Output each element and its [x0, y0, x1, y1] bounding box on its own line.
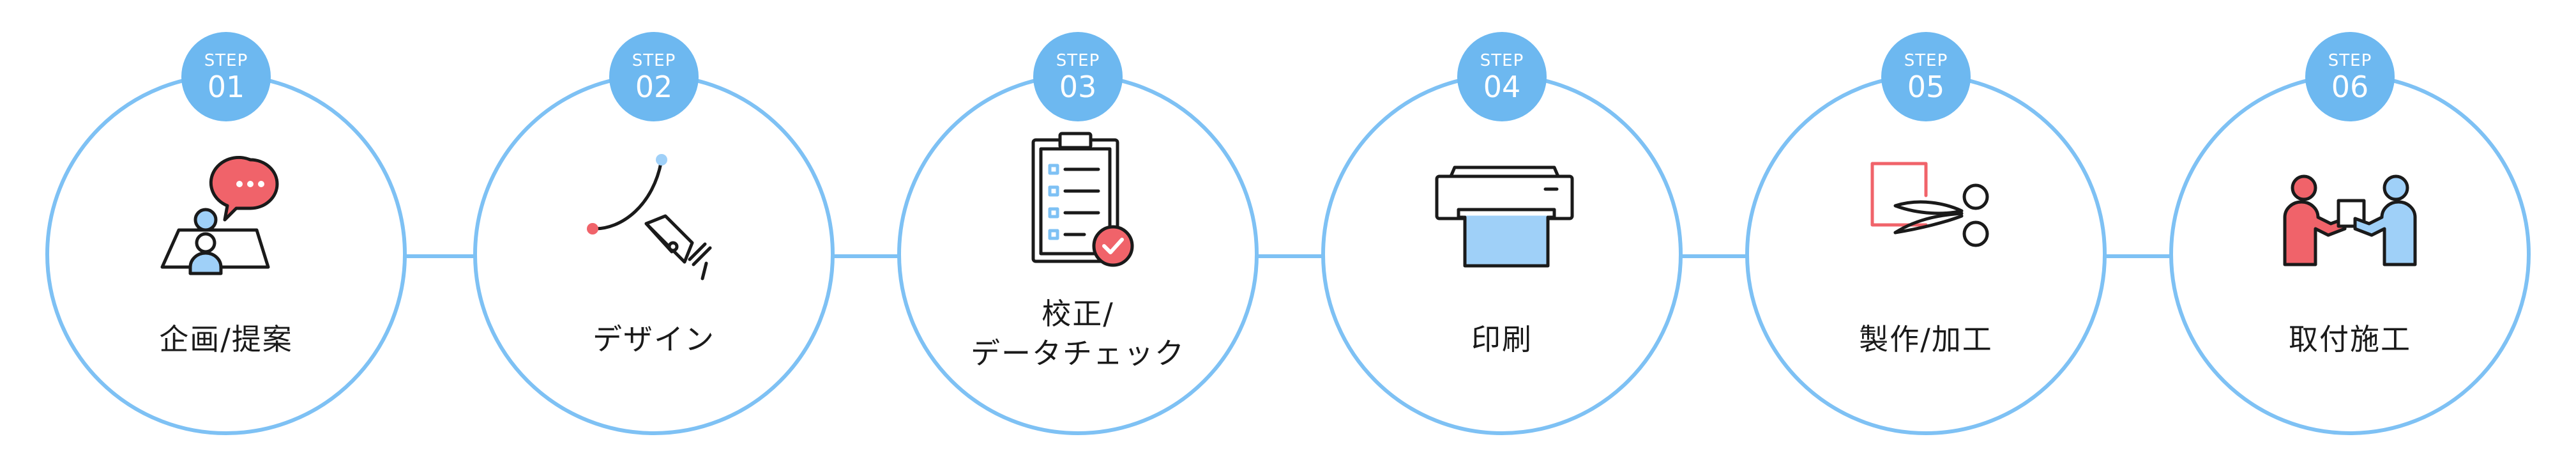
connector-line	[1675, 254, 1749, 258]
step-number: 06	[2331, 70, 2369, 104]
step-number: 02	[635, 70, 673, 104]
connector-line	[827, 254, 901, 258]
step-badge: STEP 02	[609, 32, 699, 121]
consultation-icon	[149, 134, 303, 288]
connector-line	[2099, 254, 2173, 258]
step-number: 01	[207, 70, 245, 104]
step-05: STEP 05 製作/加工	[1745, 32, 2107, 435]
step-badge: STEP 04	[1457, 32, 1547, 121]
step-label: STEP	[632, 51, 676, 70]
pen-tool-icon	[577, 134, 731, 288]
step-title: 製作/加工	[1859, 322, 1993, 357]
checklist-clipboard-icon	[1001, 125, 1155, 278]
step-01: STEP 01 企画/提案	[45, 32, 407, 435]
step-label: STEP	[2328, 51, 2372, 70]
installation-handover-icon	[2273, 134, 2427, 288]
printer-icon	[1425, 134, 1579, 288]
connector-line	[1251, 254, 1325, 258]
step-label: STEP	[1056, 51, 1100, 70]
step-number: 04	[1483, 70, 1521, 104]
step-title: デザイン	[593, 322, 715, 357]
step-02: STEP 02 デザイン	[473, 32, 835, 435]
step-badge: STEP 06	[2305, 32, 2395, 121]
step-06: STEP 06 取付施工	[2169, 32, 2531, 435]
step-badge: STEP 05	[1881, 32, 1971, 121]
step-number: 05	[1907, 70, 1945, 104]
scissors-cut-icon	[1849, 134, 2003, 288]
step-03: STEP 03 校正/ データチェック	[897, 32, 1259, 435]
step-title: 取付施工	[2289, 322, 2411, 357]
step-label: STEP	[1904, 51, 1948, 70]
step-circle	[2169, 73, 2531, 435]
step-label: STEP	[204, 51, 248, 70]
step-04: STEP 04 印刷	[1321, 32, 1683, 435]
step-badge: STEP 03	[1033, 32, 1123, 121]
step-number: 03	[1059, 70, 1097, 104]
step-title: 印刷	[1471, 322, 1533, 357]
step-label: STEP	[1480, 51, 1524, 70]
step-title: 企画/提案	[159, 322, 293, 357]
step-title: 校正/ データチェック	[971, 296, 1185, 371]
connector-line	[403, 254, 477, 258]
step-badge: STEP 01	[181, 32, 271, 121]
